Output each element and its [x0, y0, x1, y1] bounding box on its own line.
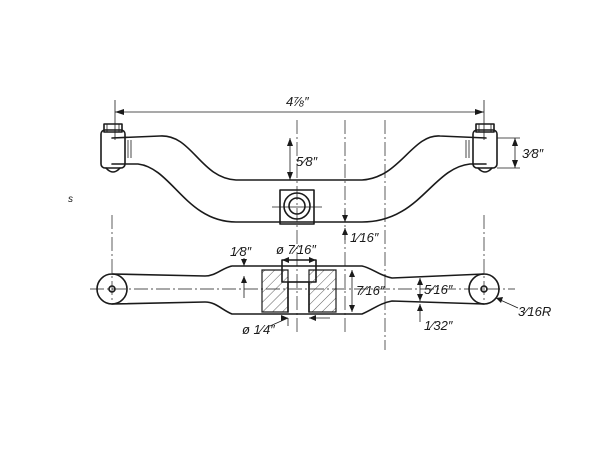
end-radius-label: 3⁄16R [518, 304, 551, 319]
end-boss-height-label: 3⁄8″ [522, 146, 544, 161]
arm-step-label: 1⁄32″ [424, 318, 453, 333]
center-clearance-label: 1⁄16″ [350, 230, 379, 245]
overall-width-label: 4⅞″ [286, 94, 309, 109]
counterbore-dia-label: ø 7⁄16″ [276, 242, 316, 257]
lever-plan-view [96, 259, 500, 315]
margin-mark: s [68, 194, 73, 205]
center-lines [90, 100, 515, 350]
rim-offset-label: 1⁄8″ [230, 244, 252, 259]
lever-side-view [100, 123, 498, 225]
hub-depth-label: 7⁄16″ [356, 283, 385, 298]
dimension-lines [115, 109, 520, 327]
arm-depth-label: 5⁄16″ [424, 282, 453, 297]
hole-dia-label: ø 1⁄4″ [242, 322, 275, 337]
arm-drop-label: 5⁄8″ [296, 154, 318, 169]
